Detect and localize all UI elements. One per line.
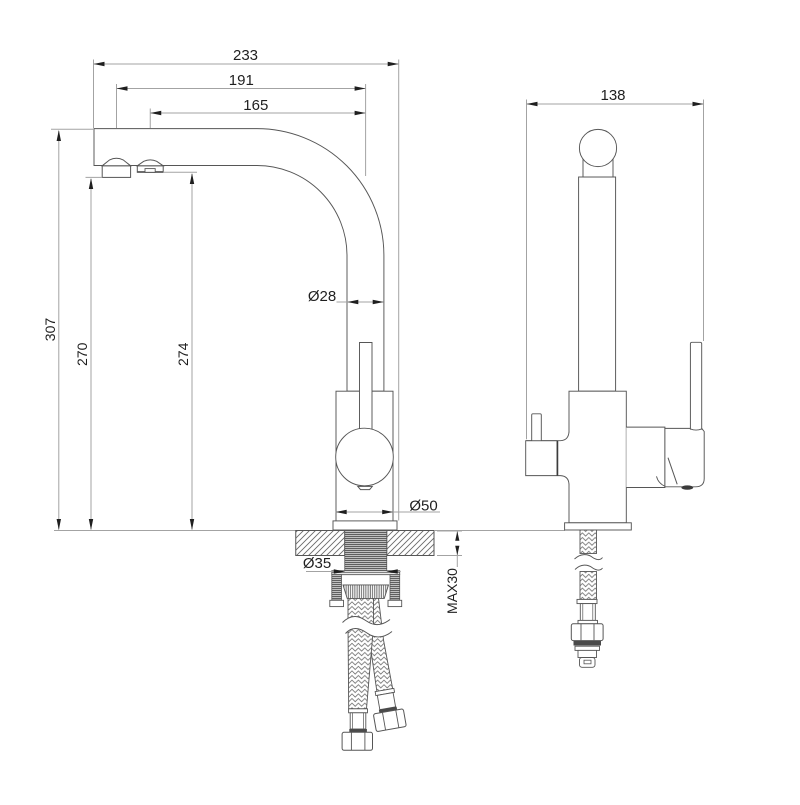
svg-text:Ø35: Ø35 bbox=[303, 555, 331, 572]
svg-text:Ø50: Ø50 bbox=[409, 498, 437, 515]
svg-text:165: 165 bbox=[243, 97, 268, 114]
svg-text:233: 233 bbox=[233, 47, 258, 64]
svg-text:270: 270 bbox=[74, 342, 90, 366]
svg-text:307: 307 bbox=[42, 318, 58, 342]
svg-text:MAX30: MAX30 bbox=[444, 568, 460, 614]
svg-text:138: 138 bbox=[600, 87, 625, 104]
svg-text:Ø28: Ø28 bbox=[308, 288, 336, 305]
svg-text:191: 191 bbox=[229, 72, 254, 89]
svg-text:274: 274 bbox=[175, 342, 191, 366]
